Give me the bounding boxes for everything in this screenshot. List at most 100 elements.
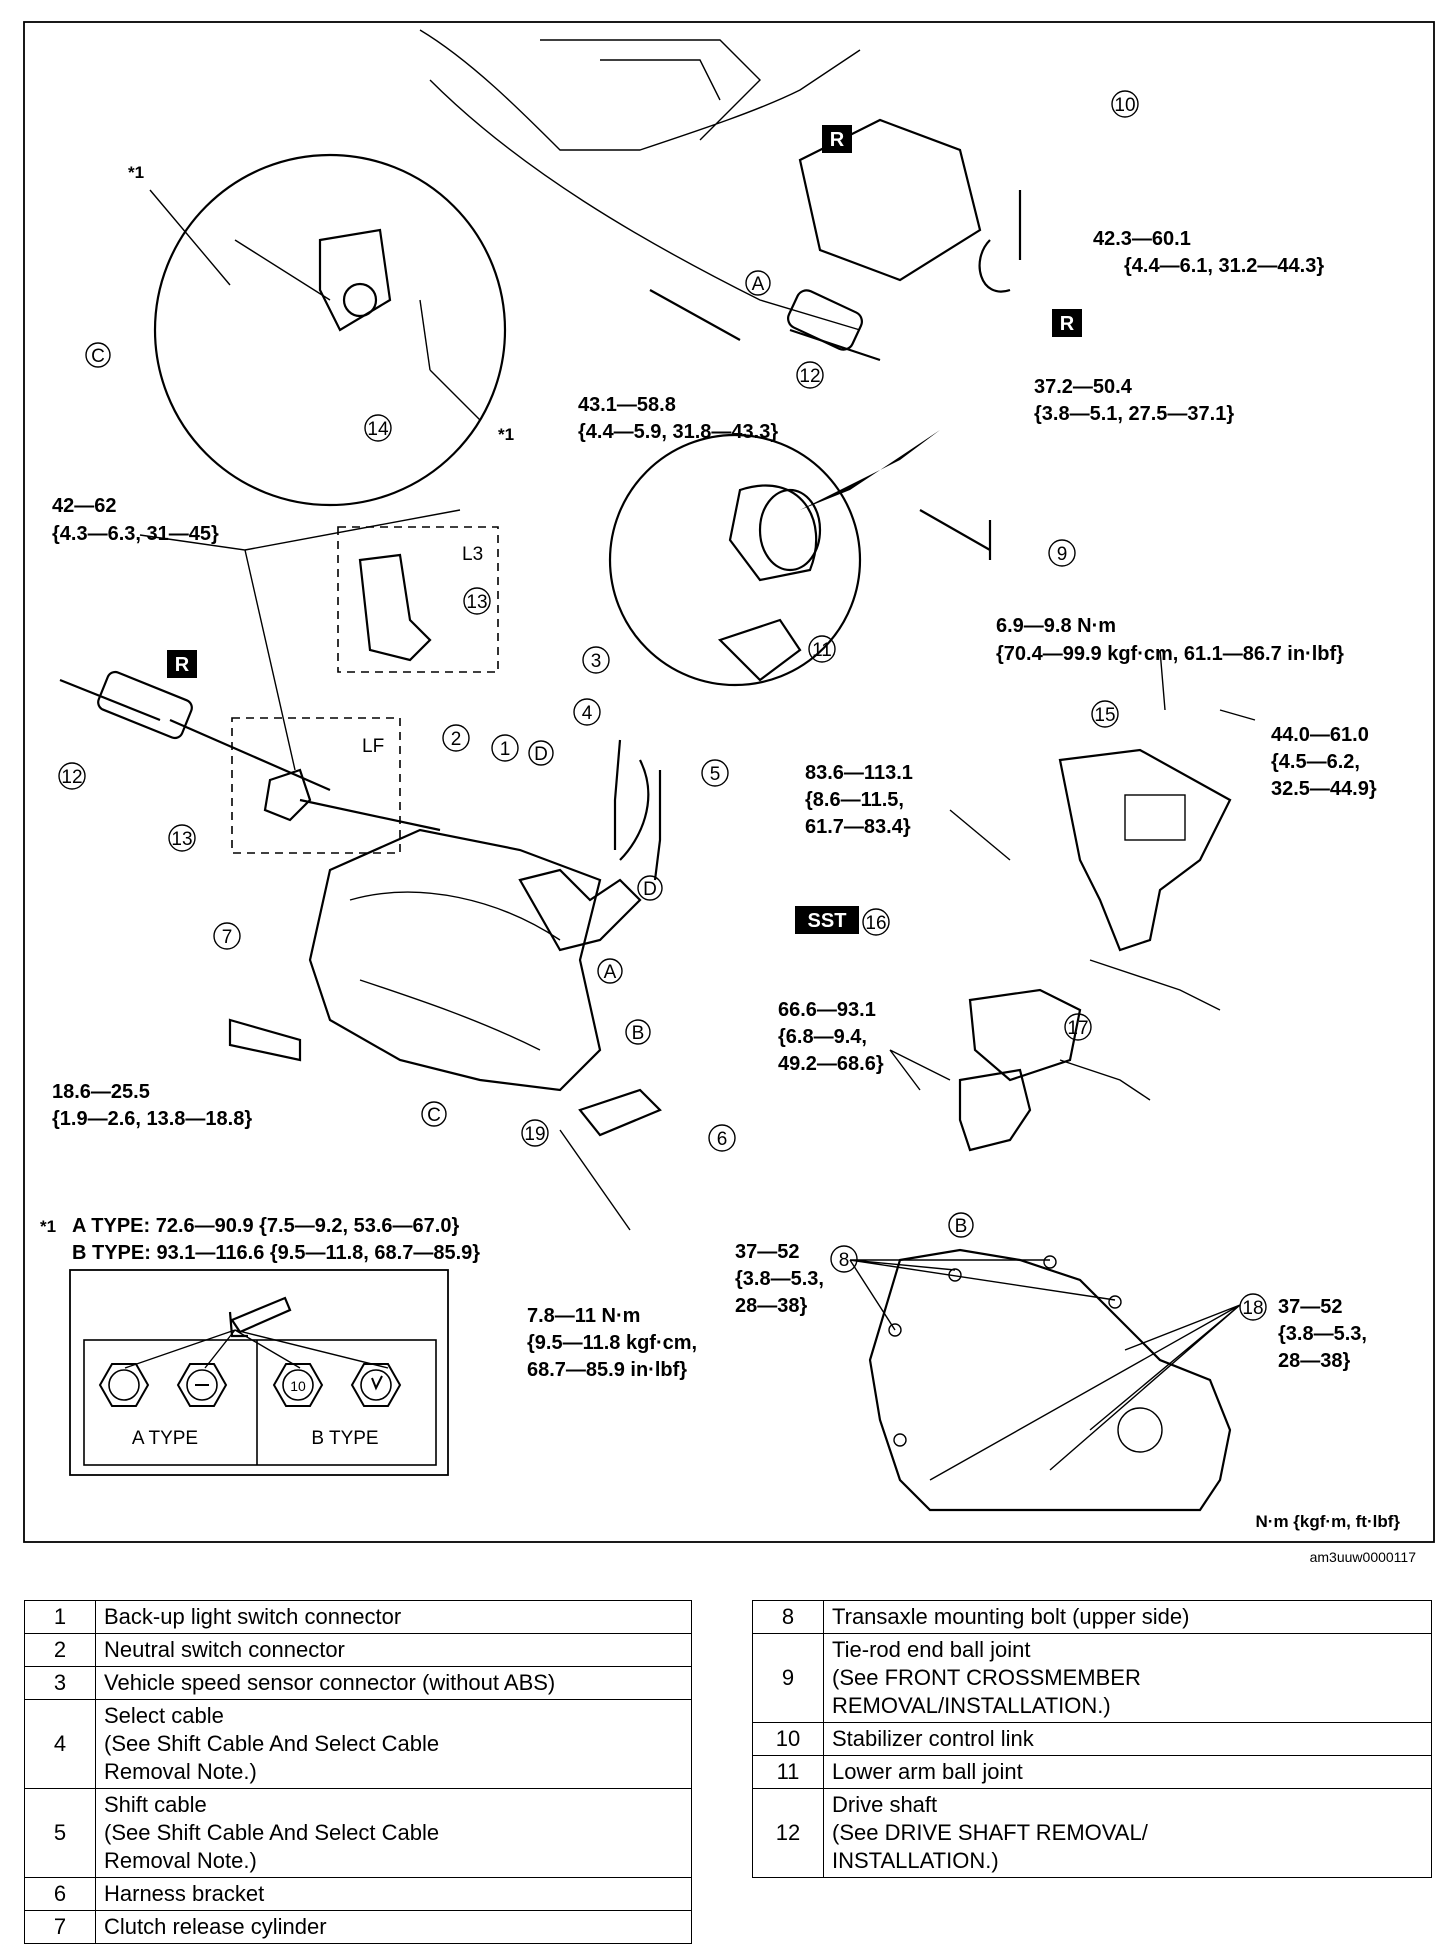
svg-text:C: C (91, 346, 105, 367)
callout-14: 14 (364, 414, 392, 442)
tag-sst: SST (795, 906, 859, 934)
shift-select-cables (613, 739, 662, 881)
svg-text:14: 14 (367, 419, 389, 440)
svg-text:SST: SST (808, 910, 847, 932)
svg-text:A TYPE: 72.6—90.9 {7.5—9.2, 53: A TYPE: 72.6—90.9 {7.5—9.2, 53.6—67.0} (72, 1215, 459, 1237)
legend-text: Tie-rod end ball joint (See FRONT CROSSM… (823, 1633, 1432, 1723)
label-lf: LF (362, 736, 384, 757)
svg-text:{1.9—2.6, 13.8—18.8}: {1.9—2.6, 13.8—18.8} (52, 1108, 252, 1130)
callout-C-upper: C (85, 342, 111, 368)
svg-text:B: B (632, 1023, 645, 1044)
outline-bore (1117, 1407, 1163, 1453)
torque-6: 7.8—11 N·m {9.5—11.8 kgf·cm, 68.7—85.9 i… (527, 1305, 697, 1381)
legend-num: 1 (24, 1600, 96, 1634)
bolt-8a (888, 1323, 902, 1337)
cv-boot-right (787, 289, 863, 351)
callout-10: 10 (1111, 90, 1139, 118)
shift-lever (518, 868, 642, 952)
callout-11: 11 (808, 635, 836, 663)
star-mark-lower: *1 (498, 425, 514, 444)
svg-text:R: R (175, 654, 190, 676)
svg-text:37—52: 37—52 (735, 1241, 800, 1263)
svg-text:12: 12 (799, 366, 820, 387)
svg-text:D: D (534, 744, 548, 765)
leader-17 (889, 1049, 951, 1091)
svg-text:61.7—83.4}: 61.7—83.4} (805, 816, 911, 838)
svg-text:83.6—113.1: 83.6—113.1 (805, 762, 913, 784)
svg-text:{3.8—5.3,: {3.8—5.3, (735, 1268, 824, 1290)
bolt-8d (1108, 1295, 1122, 1309)
star-note: *1 A TYPE: 72.6—90.9 {7.5—9.2, 53.6—67.0… (40, 1215, 480, 1264)
torque-18: 37—52 {3.8—5.3, 28—38} (1278, 1296, 1367, 1372)
torque-15-nut: 44.0—61.0 {4.5—6.2, 32.5—44.9} (1271, 724, 1377, 800)
callout-D-lower: D (637, 875, 663, 901)
legend-num: 9 (752, 1633, 824, 1723)
callout-13b: 13 (168, 824, 196, 852)
bracket-17 (958, 1068, 1032, 1152)
figure-id: am3uuw0000117 (1310, 1549, 1417, 1565)
diagram-frame (23, 21, 1435, 1543)
callout-8: 8 (830, 1245, 858, 1273)
legend-num: 8 (752, 1600, 824, 1634)
mount-plate (1124, 794, 1186, 841)
torque-7: 18.6—25.5 {1.9—2.6, 13.8—18.8} (52, 1081, 252, 1130)
svg-text:19: 19 (524, 1124, 545, 1145)
torque-R: 37.2—50.4 {3.8—5.1, 27.5—37.1} (1034, 376, 1234, 425)
leader-16 (949, 809, 1011, 861)
legend-num: 4 (24, 1699, 96, 1789)
bolt-lower (419, 299, 431, 371)
legend-num: 10 (752, 1722, 824, 1756)
svg-text:28—38}: 28—38} (735, 1295, 807, 1317)
b-type-label: B TYPE (311, 1428, 378, 1449)
torque-17: 66.6—93.1 {6.8—9.4, 49.2—68.6} (778, 999, 884, 1075)
bolt-type-leaders (124, 1329, 389, 1369)
svg-text:10: 10 (290, 1378, 306, 1394)
svg-text:66.6—93.1: 66.6—93.1 (778, 999, 876, 1021)
callout-12b: 12 (58, 762, 86, 790)
svg-text:68.7—85.9 in·lbf}: 68.7—85.9 in·lbf} (527, 1359, 687, 1381)
diagram-canvas: 10 12 12 9 11 14 13 13 3 4 5 2 1 7 19 6 … (23, 21, 1435, 1565)
stabilizer-link (978, 190, 1022, 293)
b-type-head-10: 10 (272, 1363, 324, 1407)
svg-text:32.5—44.9}: 32.5—44.9} (1271, 778, 1377, 800)
detail-circle-11 (608, 433, 862, 687)
torque-16: 83.6—113.1 {8.6—11.5, 61.7—83.4} (805, 762, 913, 838)
bolt-leaders (849, 1259, 1241, 1481)
detail-circle-c (153, 153, 507, 507)
callout-D-upper: D (528, 740, 554, 766)
hub-ring (758, 488, 822, 572)
box-lf (231, 717, 401, 854)
bolt-8c (1043, 1255, 1057, 1269)
svg-text:44.0—61.0: 44.0—61.0 (1271, 724, 1369, 746)
svg-text:{4.3—6.3, 31—45}: {4.3—6.3, 31—45} (52, 523, 219, 545)
svg-text:{9.5—11.8 kgf·cm,: {9.5—11.8 kgf·cm, (527, 1332, 697, 1354)
callout-2: 2 (442, 724, 470, 752)
svg-text:*1: *1 (40, 1217, 56, 1236)
legend-num: 12 (752, 1788, 824, 1878)
harness-bracket (578, 1088, 662, 1137)
torque-15-screw: 6.9—9.8 N·m {70.4—99.9 kgf·cm, 61.1—86.7… (996, 615, 1344, 665)
svg-text:4: 4 (582, 703, 593, 724)
svg-text:13: 13 (171, 829, 192, 850)
svg-text:R: R (1060, 313, 1075, 335)
svg-text:{3.8—5.1, 27.5—37.1}: {3.8—5.1, 27.5—37.1} (1034, 403, 1234, 425)
callout-18: 18 (1239, 1293, 1267, 1321)
callout-12a: 12 (796, 361, 824, 389)
bracket-lf (263, 768, 312, 822)
svg-text:7: 7 (222, 927, 233, 948)
knuckle-housing (798, 118, 982, 282)
svg-text:{4.4—5.9, 31.8—43.3}: {4.4—5.9, 31.8—43.3} (578, 421, 778, 443)
bracket-l3 (358, 553, 432, 662)
legend-text: Vehicle speed sensor connector (without … (95, 1666, 692, 1700)
axle-lf (299, 798, 441, 832)
svg-text:6: 6 (717, 1129, 728, 1150)
clutch-cylinder (228, 1018, 302, 1062)
svg-text:{6.8—9.4,: {6.8—9.4, (778, 1026, 867, 1048)
tie-rod (919, 509, 992, 560)
